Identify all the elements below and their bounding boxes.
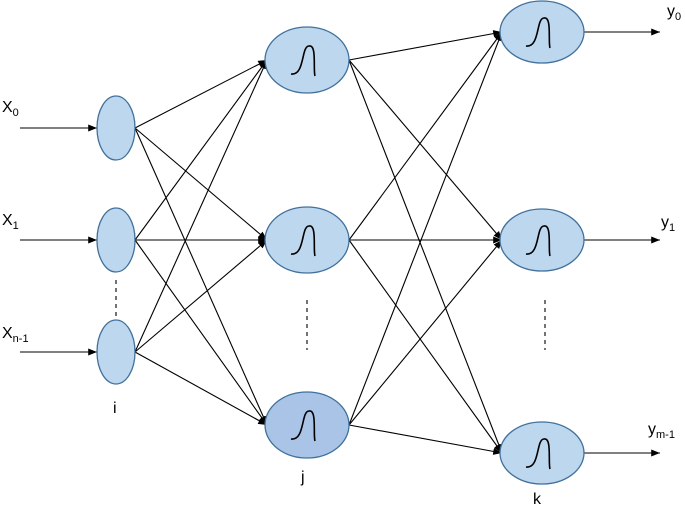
network-labels: X0 X1 Xn-1 y0 y1 ym-1 i j k	[2, 3, 681, 508]
output-label-m-1: ym-1	[648, 421, 675, 441]
sigmoid-icon	[525, 17, 551, 49]
edge-i0-h1	[134, 127, 268, 241]
edge-i1-h0	[134, 59, 268, 241]
input-layer-label: i	[113, 400, 117, 417]
edge-h2-o0	[348, 31, 503, 426]
edge-i2-h2	[134, 351, 268, 426]
input-node-2	[96, 319, 136, 385]
sigmoid-icon	[525, 438, 551, 470]
hidden-layer-label: j	[300, 469, 305, 486]
edge-i0-h0	[134, 59, 268, 129]
sigmoid-icon	[525, 225, 551, 257]
output-label-0: y0	[667, 3, 681, 23]
edge-i1-h2	[134, 239, 268, 426]
sigmoid-icon	[290, 225, 316, 257]
edge-i2-h1	[134, 239, 268, 353]
edge-h0-o0	[348, 30, 503, 61]
sigmoid-icon	[290, 45, 316, 77]
output-node-1	[499, 208, 585, 272]
edge-h2-o2	[348, 424, 503, 455]
sigmoid-icon	[290, 410, 316, 442]
output-node-2	[499, 421, 585, 485]
output-layer-label: k	[533, 491, 542, 508]
edge-h1-o0	[348, 31, 503, 241]
hidden-node-2	[264, 391, 350, 459]
network-nodes	[96, 0, 585, 485]
input-label-0: X0	[2, 99, 19, 119]
input-label-1: X1	[2, 212, 19, 232]
connection-edges	[20, 28, 660, 457]
input-node-1	[96, 207, 136, 273]
edge-h1-o2	[348, 239, 503, 454]
edge-i0-h2	[134, 127, 268, 426]
input-node-0	[96, 95, 136, 161]
hidden-node-0	[264, 26, 350, 94]
output-label-1: y1	[661, 214, 675, 234]
edge-h0-o1	[348, 59, 503, 241]
edge-h0-o2	[348, 59, 503, 454]
edge-i2-h0	[134, 59, 268, 353]
hidden-node-1	[264, 206, 350, 274]
edge-h2-o1	[348, 239, 503, 426]
input-label-n-1: Xn-1	[2, 325, 29, 345]
output-node-0	[499, 0, 585, 64]
